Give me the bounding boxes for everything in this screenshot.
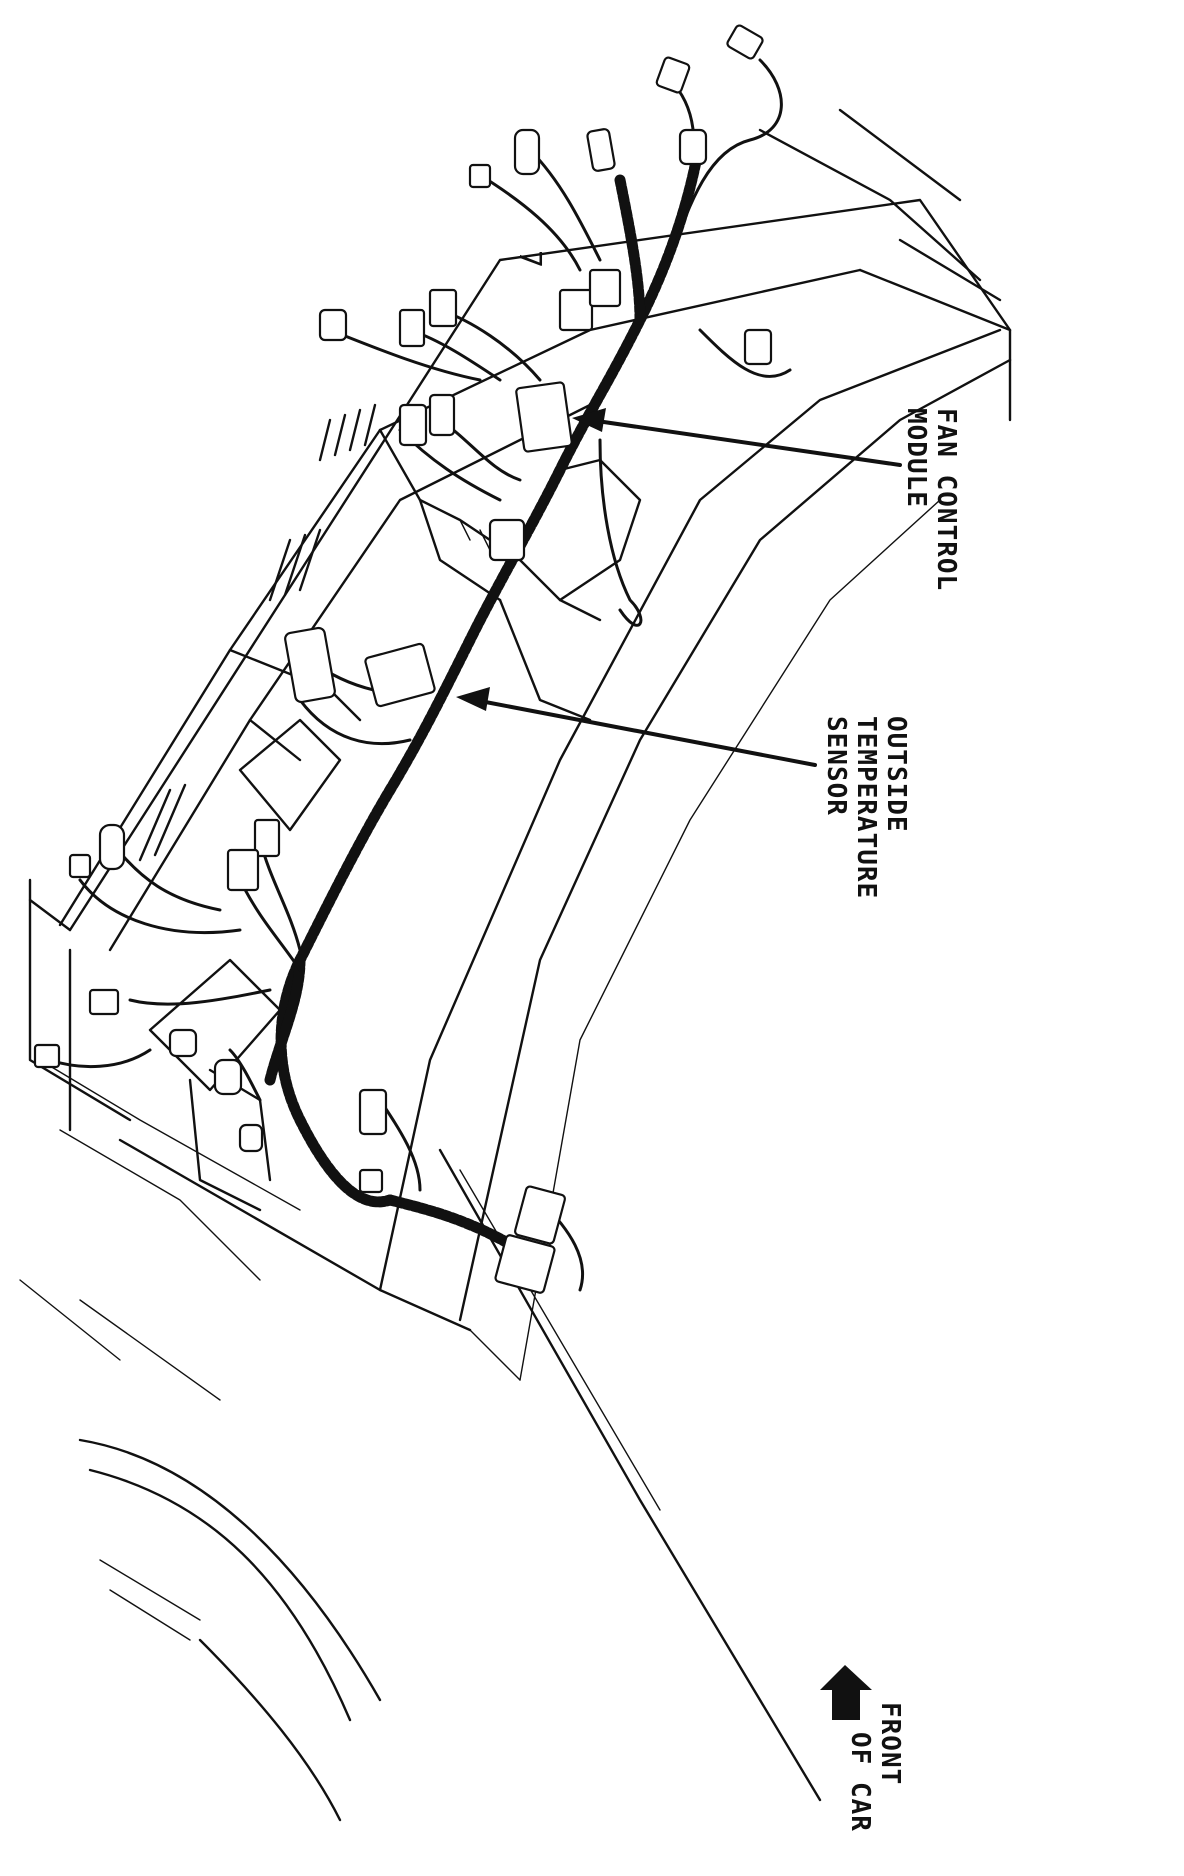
outside-temperature-sensor-callout: OUTSIDE TEMPERATURE SENSOR bbox=[456, 687, 911, 899]
fan-control-module-label-line-1: FAN CONTROL bbox=[931, 408, 961, 591]
front-arrow-icon bbox=[820, 1665, 872, 1720]
connector bbox=[655, 56, 691, 94]
connector bbox=[558, 288, 594, 332]
outside-temperature-sensor-label-line-1: OUTSIDE bbox=[881, 716, 911, 833]
outside-temperature-sensor-label-line-2: TEMPERATURE bbox=[851, 716, 881, 899]
connector bbox=[213, 1058, 243, 1096]
connector bbox=[98, 823, 126, 871]
connector bbox=[398, 403, 428, 447]
instrument-panel-structure: 7 bbox=[19, 108, 1012, 1822]
panel-number: 7 bbox=[512, 250, 547, 269]
fan-control-module-arrowhead bbox=[572, 408, 606, 432]
connector bbox=[358, 1168, 384, 1194]
outside-temperature-sensor-body bbox=[364, 642, 436, 708]
connector bbox=[88, 988, 120, 1016]
connectors bbox=[33, 24, 773, 1294]
outside-temperature-sensor-leader-line bbox=[473, 698, 817, 767]
fan-control-module-leader-line bbox=[588, 418, 902, 467]
connector bbox=[284, 626, 336, 704]
front-of-car-indicator: FRONT OF CAR bbox=[820, 1665, 905, 1832]
fan-control-module-callout: FAN CONTROL MODULE bbox=[572, 408, 961, 591]
front-of-car-label-line-1: FRONT bbox=[875, 1702, 905, 1785]
connector bbox=[588, 268, 622, 308]
front-of-car-label-line-2: OF CAR bbox=[845, 1732, 875, 1832]
connector bbox=[743, 328, 773, 366]
connector bbox=[33, 1043, 61, 1069]
fan-control-module-label-line-2: MODULE bbox=[901, 408, 931, 508]
connector bbox=[428, 288, 458, 328]
connector bbox=[678, 128, 708, 166]
fan-control-module-body bbox=[515, 381, 573, 453]
connector bbox=[494, 1234, 556, 1294]
connector bbox=[514, 1185, 566, 1245]
connector bbox=[253, 818, 281, 858]
outside-temperature-sensor-arrowhead bbox=[456, 687, 490, 711]
connector bbox=[468, 163, 492, 189]
connector bbox=[513, 128, 541, 176]
connector bbox=[68, 853, 92, 879]
connector bbox=[168, 1028, 198, 1058]
connector bbox=[358, 1088, 388, 1136]
connector bbox=[726, 24, 764, 60]
connector bbox=[488, 518, 526, 562]
connector bbox=[586, 128, 616, 172]
connector bbox=[398, 308, 426, 348]
connector bbox=[428, 393, 456, 437]
outside-temperature-sensor-label-line-3: SENSOR bbox=[821, 716, 851, 816]
main-wiring-harness bbox=[264, 134, 706, 1256]
connector bbox=[318, 308, 348, 342]
connector bbox=[238, 1123, 264, 1153]
connector bbox=[226, 848, 260, 892]
